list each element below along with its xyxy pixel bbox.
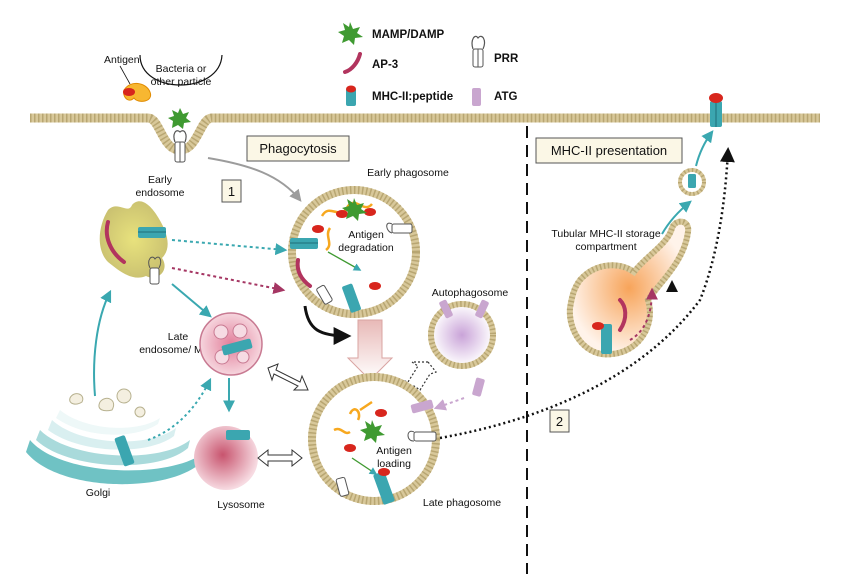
atg-free	[472, 377, 485, 397]
legend-ap3-label: AP-3	[372, 59, 398, 71]
early-endosome-label-2: endosome	[135, 187, 184, 199]
legend-mamp-icon	[338, 22, 363, 45]
double-arrow-mvb-phagosome	[267, 363, 309, 391]
big-maturation-arrow	[346, 319, 394, 381]
mamp-icon-late-phagosome	[360, 420, 385, 443]
legend-prr-label: PRR	[494, 53, 519, 65]
lysosome-label: Lysosome	[217, 499, 265, 511]
arrow-tubular-vesicle	[661, 200, 692, 235]
arrow-step2-path	[439, 147, 735, 440]
arrow-maturation-black	[303, 305, 352, 345]
legend: MAMP/DAMP AP-3 MHC-II:peptide PRR ATG	[338, 22, 519, 106]
mhc-late-phagosome	[373, 468, 395, 505]
arrow-golgi-endosome	[93, 289, 112, 397]
tubular-label-1: Tubular MHC-II storage	[551, 228, 660, 240]
step-1-box	[221, 179, 242, 203]
autophagosome	[428, 301, 496, 369]
mhc-lysosome	[226, 430, 250, 440]
late-endosome-label-2: endosome/ MVB	[139, 344, 217, 356]
late-endosome-label-1: Late	[168, 331, 189, 343]
golgi	[26, 388, 205, 485]
antigen-loading-label-1: Antigen	[376, 445, 412, 457]
early-phagosome-label: Early phagosome	[367, 167, 449, 179]
late-phagosome-label: Late phagosome	[423, 497, 501, 509]
arrow-vesicle-surface	[695, 130, 714, 167]
early-endosome-label-1: Early	[148, 174, 173, 186]
mhc-early-phagosome-left	[290, 238, 318, 249]
prr-icon-membrane	[173, 130, 187, 163]
prr-early-phagosome-right	[386, 222, 413, 234]
legend-mhc-icon	[346, 85, 356, 106]
early-phagosome	[288, 186, 420, 318]
step-2-label: 2	[556, 414, 563, 429]
bacteria-label-2: other particle	[151, 76, 212, 88]
legend-atg-icon	[472, 88, 481, 106]
antigen-fragments-late	[333, 400, 373, 435]
legend-mhc-label: MHC-II:peptide	[372, 91, 453, 103]
double-arrow-lyso-phagosome	[257, 448, 303, 468]
arrow-endosome-late	[171, 283, 212, 318]
antigen-fragments-early	[320, 201, 373, 251]
atg-late-phagosome	[410, 399, 434, 414]
legend-prr-icon	[471, 35, 486, 68]
autophagosome-label: Autophagosome	[432, 287, 509, 299]
plasma-membrane	[30, 113, 820, 155]
mhc-late-endosome	[221, 338, 253, 356]
phagocytosis-box	[246, 135, 350, 162]
tubular-label-2: compartment	[575, 241, 636, 253]
antigen-loading-label-2: loading	[377, 458, 411, 470]
mhc-presentation-label: MHC-II presentation	[551, 143, 667, 158]
antigen-degradation-label-2: degradation	[338, 242, 394, 254]
bacteria-particle	[139, 54, 223, 86]
legend-atg-label: ATG	[494, 91, 517, 103]
prr-early-phagosome-bottom	[316, 284, 333, 305]
phagocytosis-label: Phagocytosis	[259, 141, 337, 156]
mhc-tubular	[592, 322, 612, 354]
mhc-presentation-box	[535, 137, 683, 164]
step-1-label: 1	[228, 184, 235, 199]
step-2-box	[549, 409, 570, 433]
mhc-early-phagosome-bottom	[342, 282, 381, 313]
arrow-phagocytosis	[207, 157, 302, 202]
bacteria-label-1: Bacteria or	[156, 63, 207, 75]
mhc-golgi	[114, 435, 135, 467]
arrow-endosome-ap3	[171, 267, 286, 295]
mhc-early-endosome	[138, 227, 166, 238]
antigen-degradation-label-1: Antigen	[348, 229, 384, 241]
legend-mamp-label: MAMP/DAMP	[372, 29, 445, 41]
mhc-cell-surface	[709, 93, 723, 127]
antigen-icon	[123, 83, 152, 102]
atg-autophagosome-1	[439, 299, 453, 319]
early-endosome	[99, 201, 168, 278]
arrowhead-tubular-black	[666, 280, 678, 292]
arrow-endosome-mhc	[171, 239, 288, 256]
transport-vesicle	[678, 168, 706, 196]
prr-late-phagosome-right	[407, 430, 437, 442]
arrow-atg	[433, 397, 465, 411]
golgi-label: Golgi	[86, 487, 111, 499]
mamp-icon-membrane	[168, 108, 191, 129]
arrow-ap3-tubular	[629, 287, 658, 341]
lysosome	[194, 426, 258, 490]
atg-autophagosome-2	[475, 299, 489, 319]
prr-early-endosome	[148, 256, 162, 285]
antigen-label: Antigen	[104, 54, 140, 66]
mamp-icon-early-phagosome	[342, 198, 367, 221]
prr-late-phagosome-bottom	[335, 476, 350, 497]
arrow-golgi-late-endosome	[147, 377, 212, 441]
legend-ap3-icon	[343, 52, 362, 74]
tubular-storage-compartment	[566, 218, 692, 358]
